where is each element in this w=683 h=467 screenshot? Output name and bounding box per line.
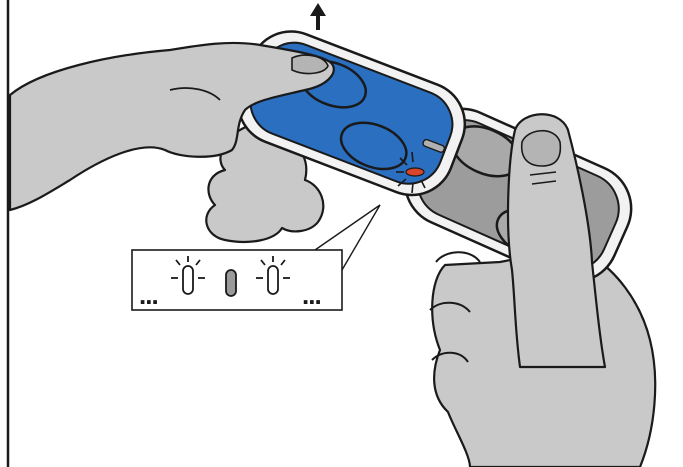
thumbnail bbox=[522, 131, 561, 166]
led-steady-icon bbox=[226, 270, 236, 296]
up-arrow-icon bbox=[310, 3, 326, 30]
sequence-ellipsis-right: ... bbox=[302, 285, 321, 305]
callout-line bbox=[315, 205, 380, 250]
callout-line bbox=[342, 205, 380, 270]
right-hand-knuckle-line bbox=[436, 252, 480, 262]
sequence-ellipsis-left: ... bbox=[139, 285, 158, 305]
